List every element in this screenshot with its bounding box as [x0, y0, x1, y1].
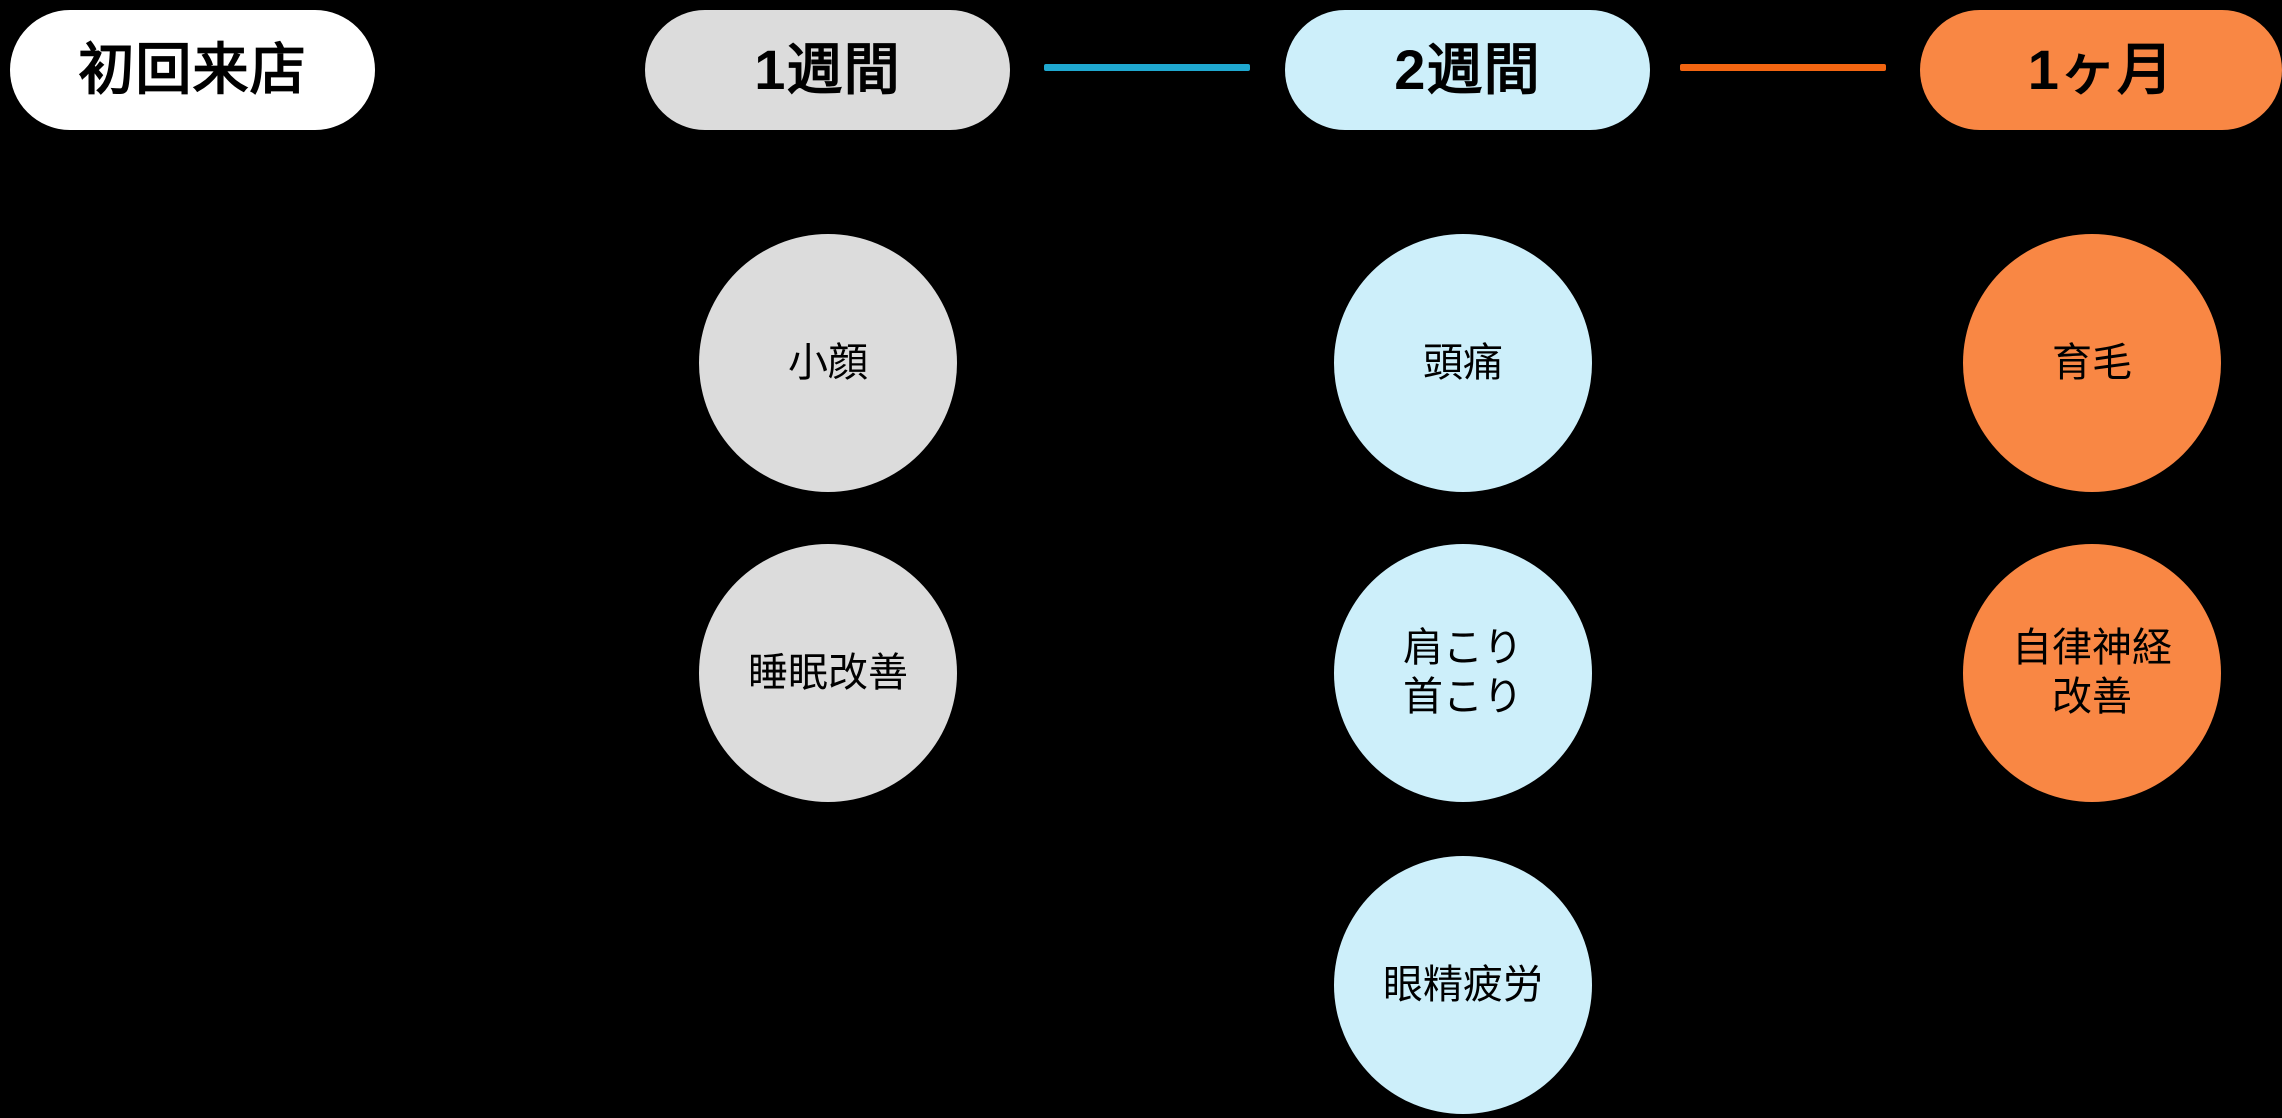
timeline-stage-label: 初回来店	[78, 38, 307, 101]
benefit-node-label: 頭痛	[1423, 340, 1503, 385]
timeline-stage-pill[interactable]: 1ヶ月	[1920, 10, 2282, 130]
benefit-node-label: 肩こり 首こり	[1403, 626, 1523, 719]
timeline-stage-pill[interactable]: 2週間	[1285, 10, 1650, 130]
timeline-connector-line	[1680, 64, 1886, 71]
benefit-node-circle[interactable]: 自律神経 改善	[1963, 544, 2221, 802]
benefit-node-label: 睡眠改善	[748, 650, 908, 695]
timeline-stage-label: 1週間	[754, 38, 901, 101]
benefit-node-circle[interactable]: 睡眠改善	[699, 544, 957, 802]
timeline-stage-pill[interactable]: 1週間	[645, 10, 1010, 130]
benefit-node-circle[interactable]: 肩こり 首こり	[1334, 544, 1592, 802]
timeline-stage-label: 2週間	[1394, 38, 1541, 101]
benefit-node-label: 育毛	[2052, 340, 2132, 385]
timeline-connector-line	[1044, 64, 1250, 71]
benefit-node-circle[interactable]: 育毛	[1963, 234, 2221, 492]
timeline-stage-label: 1ヶ月	[2027, 38, 2175, 101]
benefit-node-circle[interactable]: 小顔	[699, 234, 957, 492]
benefit-node-circle[interactable]: 眼精疲労	[1334, 856, 1592, 1114]
benefit-node-circle[interactable]: 頭痛	[1334, 234, 1592, 492]
timeline-stage-pill[interactable]: 初回来店	[10, 10, 375, 130]
benefit-node-label: 小顔	[788, 340, 868, 385]
benefit-node-label: 眼精疲労	[1383, 962, 1543, 1007]
benefit-node-label: 自律神経 改善	[2012, 626, 2172, 719]
